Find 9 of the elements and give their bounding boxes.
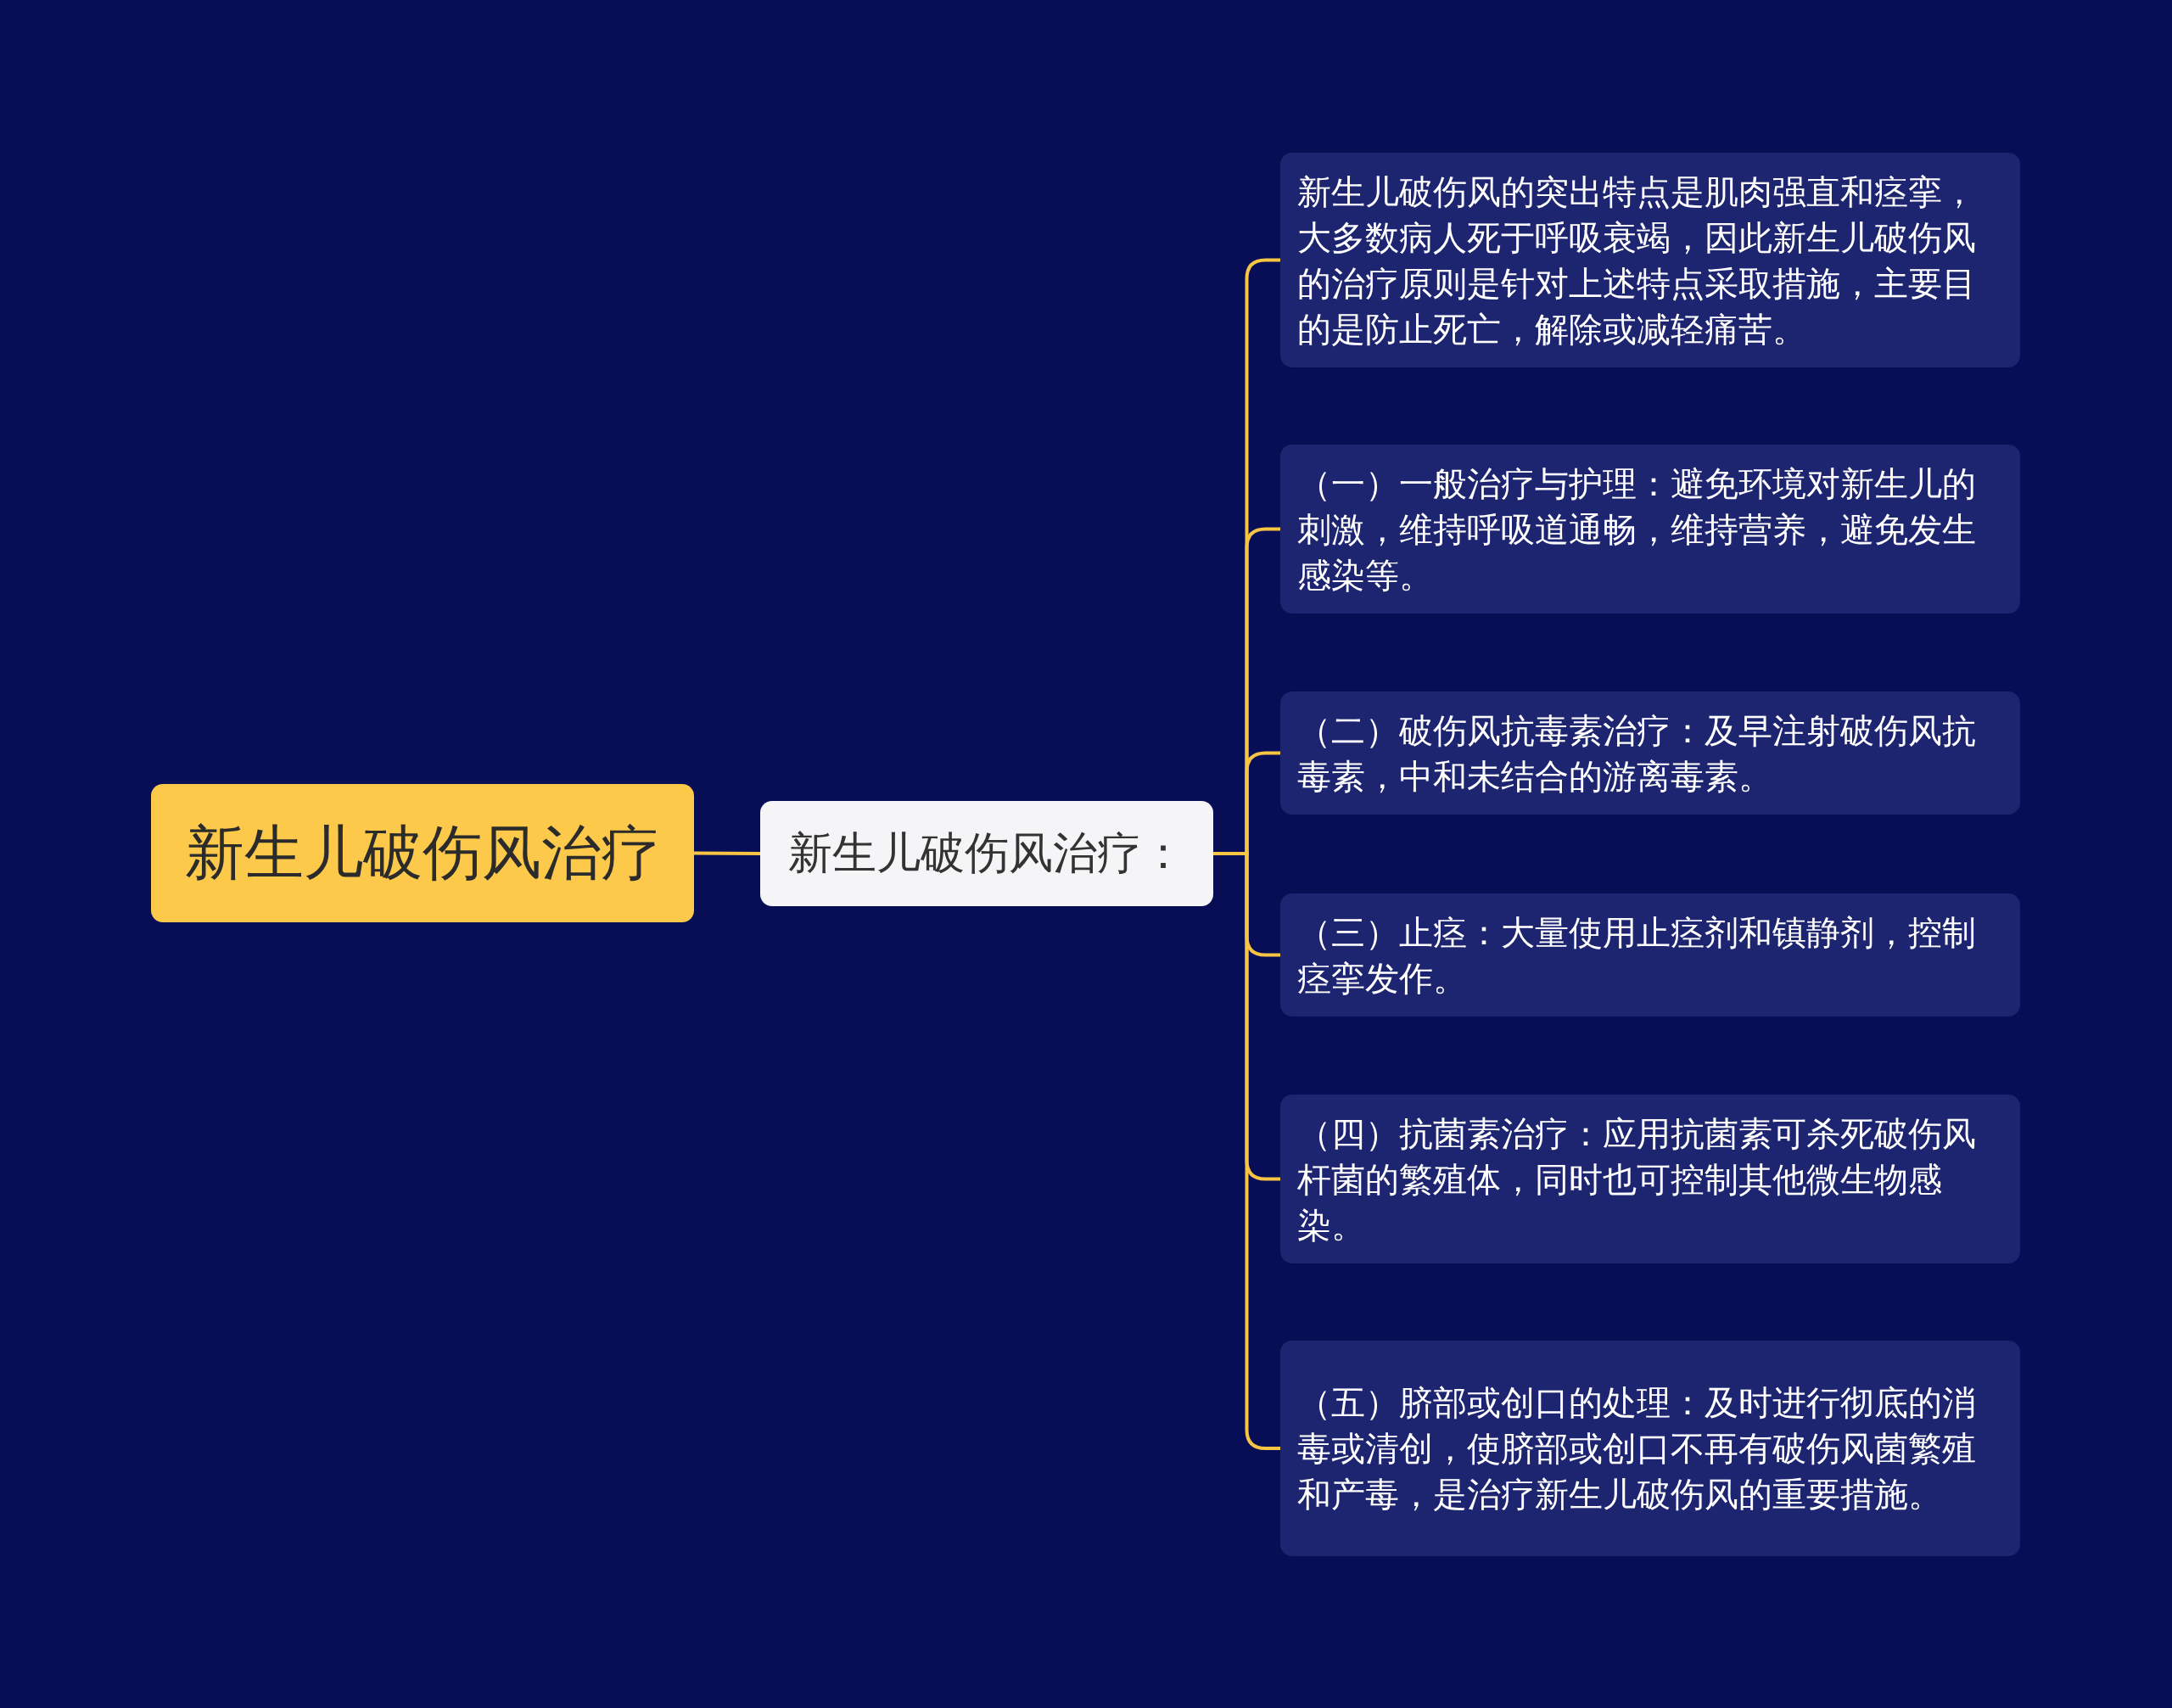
text-box: （三）止痉：大量使用止痉剂和镇静剂，控制痉挛发作。	[1280, 893, 2020, 1016]
text-box: （五）脐部或创口的处理：及时进行彻底的消毒或清创，使脐部或创口不再有破伤风菌繁殖和产毒，是治疗新生儿破伤风的重要措施。	[1280, 1341, 2020, 1556]
topic-box: 新生儿破伤风治疗	[151, 784, 694, 922]
subtopic-box: 新生儿破伤风治疗：	[760, 801, 1213, 906]
text-box: （二）破伤风抗毒素治疗：及早注射破伤风抗毒素，中和未结合的游离毒素。	[1280, 692, 2020, 815]
text-box: （四）抗菌素治疗：应用抗菌素可杀死破伤风杆菌的繁殖体，同时也可控制其他微生物感染。	[1280, 1095, 2020, 1263]
text-box: 新生儿破伤风的突出特点是肌肉强直和痉挛，大多数病人死于呼吸衰竭，因此新生儿破伤风的治疗原则是针对上述特点采取措施，主要目的是防止死亡，解除或减轻痛苦。	[1280, 153, 2020, 367]
connector-line	[694, 851, 760, 855]
text-box: （一）一般治疗与护理：避免环境对新生儿的刺激，维持呼吸道通畅，维持营养，避免发生感染等。	[1280, 445, 2020, 613]
